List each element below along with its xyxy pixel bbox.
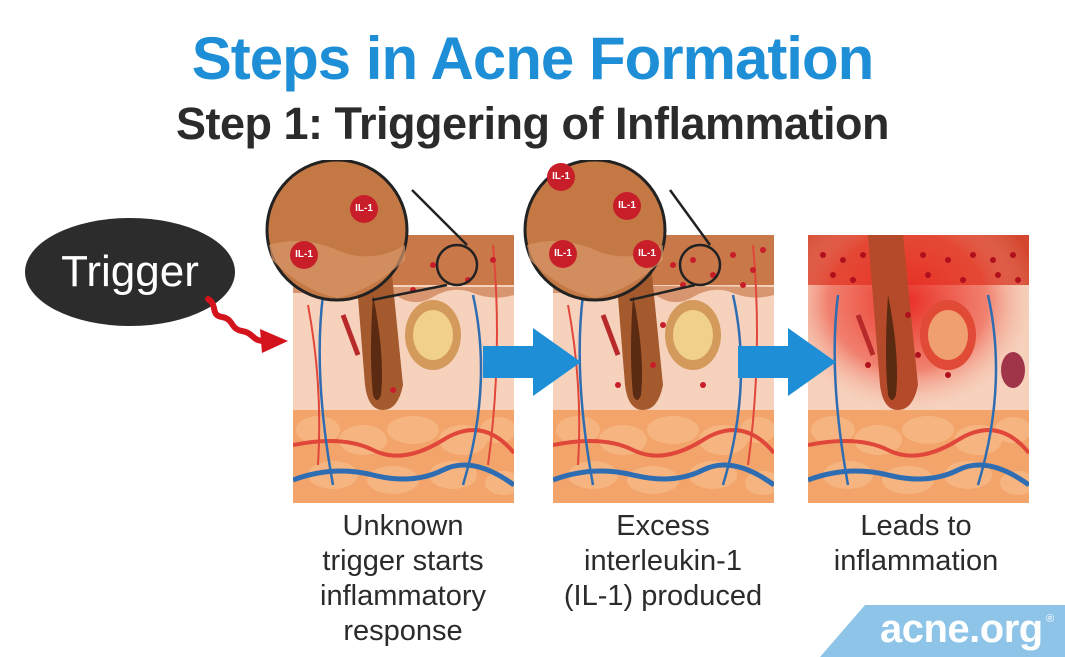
page-subtitle: Step 1: Triggering of Inflammation: [175, 98, 890, 149]
il1-badge: IL-1: [549, 240, 577, 268]
il1-badge: IL-1: [350, 195, 378, 223]
inflamed-skin-cross-section-icon: [808, 235, 1029, 503]
trigger-bubble: Trigger: [25, 218, 235, 326]
skin-panel-3-inflamed: [808, 235, 1029, 503]
registered-mark: ®: [1046, 613, 1055, 625]
trigger-label: Trigger: [61, 247, 199, 296]
blue-arrow-icon: [738, 328, 836, 396]
acne-org-logo-banner: [820, 605, 1065, 657]
il1-badge: IL-1: [613, 192, 641, 220]
page-title: Steps in Acne Formation: [191, 25, 875, 92]
logo-text: acne.org: [880, 607, 1043, 651]
magnifier-panel-1: [265, 160, 479, 302]
il1-badge: IL-1: [633, 240, 661, 268]
il1-badge: IL-1: [290, 241, 318, 269]
blue-arrow-icon: [483, 328, 581, 396]
caption-panel-1: Unknown trigger starts inflammatory resp…: [320, 510, 486, 647]
wavy-trigger-arrow-icon: [205, 296, 288, 353]
caption-panel-2: Excess interleukin-1 (IL-1) produced: [563, 510, 763, 612]
caption-panel-3: Leads to inflammation: [833, 510, 999, 577]
il1-badge: IL-1: [547, 163, 575, 191]
